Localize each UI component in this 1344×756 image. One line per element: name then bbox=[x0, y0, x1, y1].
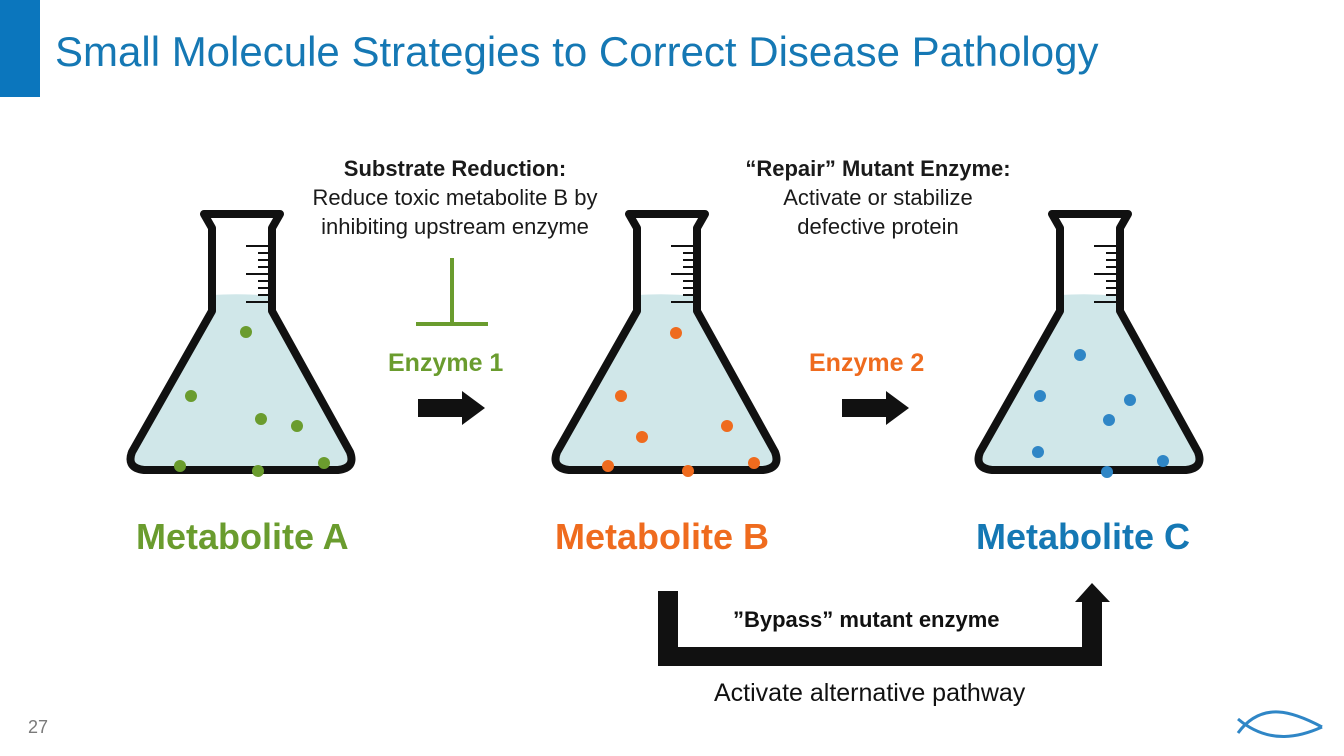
arrow-enzyme-1 bbox=[418, 391, 485, 425]
slide-title: Small Molecule Strategies to Correct Dis… bbox=[55, 28, 1099, 75]
metabolite-c-label: Metabolite C bbox=[976, 516, 1191, 557]
substrate-reduction-line-2: inhibiting upstream enzyme bbox=[321, 214, 589, 239]
substrate-reduction-line-1: Reduce toxic metabolite B by bbox=[312, 185, 598, 210]
metabolite-a-particles bbox=[174, 326, 330, 477]
arrow-enzyme-2 bbox=[842, 391, 909, 425]
substrate-reduction-heading: Substrate Reduction: bbox=[343, 156, 567, 181]
page-number: 27 bbox=[28, 717, 49, 737]
repair-enzyme-line-2: defective protein bbox=[797, 214, 959, 239]
metabolite-b-particles bbox=[602, 327, 760, 477]
enzyme-1-label: Enzyme 1 bbox=[388, 349, 504, 377]
metabolite-b-label: Metabolite B bbox=[555, 516, 770, 557]
enzyme-2-label: Enzyme 2 bbox=[809, 349, 925, 377]
substrate-reduction-text: Substrate Reduction: Reduce toxic metabo… bbox=[290, 154, 620, 241]
metabolite-a-label: Metabolite A bbox=[136, 516, 349, 557]
title-accent-bar bbox=[0, 0, 40, 97]
flask-metabolite-b bbox=[556, 214, 777, 470]
metabolite-c-particles bbox=[1032, 349, 1169, 478]
repair-enzyme-text: “Repair” Mutant Enzyme: Activate or stab… bbox=[720, 154, 1036, 241]
flask-metabolite-a bbox=[131, 214, 352, 470]
repair-enzyme-heading: “Repair” Mutant Enzyme: bbox=[745, 156, 1011, 181]
alternative-pathway-caption: Activate alternative pathway bbox=[714, 679, 1026, 707]
repair-enzyme-line-1: Activate or stabilize bbox=[783, 185, 973, 210]
bypass-label: ”Bypass” mutant enzyme bbox=[733, 607, 1000, 632]
inhibition-symbol bbox=[416, 258, 488, 326]
flask-metabolite-c bbox=[979, 214, 1200, 470]
company-logo bbox=[1236, 710, 1323, 738]
bypass-pathway-arrow bbox=[658, 583, 1110, 666]
